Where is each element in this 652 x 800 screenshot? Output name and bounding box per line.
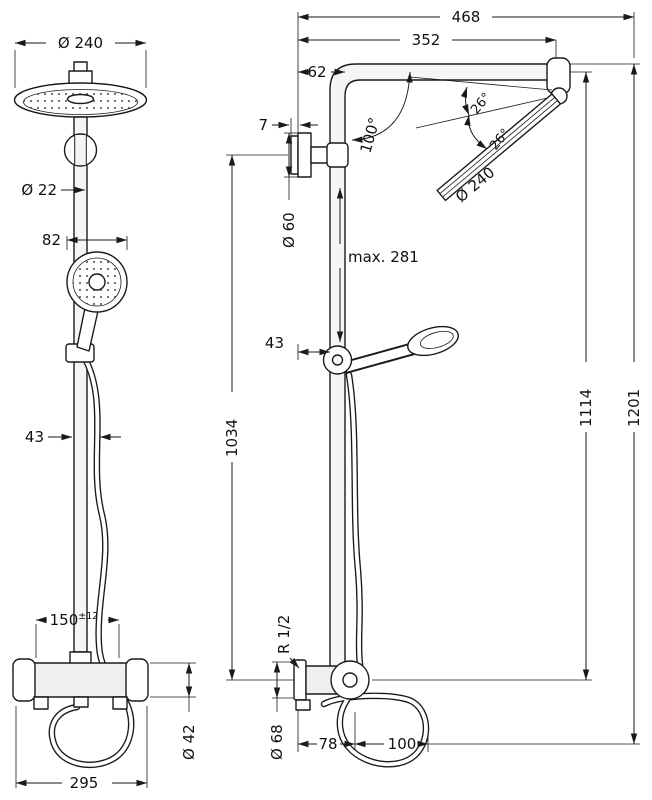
dim-front-hose-offset: 43 [25, 428, 121, 446]
shower-head-slab [436, 93, 562, 202]
thermostat-valve-side [293, 659, 370, 711]
dim-label-arm-reach: 352 [412, 31, 441, 49]
hose-outlet [73, 696, 89, 708]
dim-label-max-adjustment: max. 281 [348, 248, 419, 266]
wall-bracket-side [290, 132, 349, 178]
overhead-shower-side [409, 76, 562, 202]
hand-shower-head-outline [407, 325, 459, 357]
pipe-through-ring [74, 135, 87, 165]
hand-shower-head-side [407, 325, 459, 357]
valve-body [27, 662, 134, 698]
dim-label-height-to-bracket: 1034 [223, 419, 241, 457]
dim-side-wall-clearance: 43 [265, 334, 330, 360]
dim-label-hose-depth: 100 [388, 735, 417, 753]
head-alt-position-line [409, 76, 553, 91]
dim-label-valve-escutcheon: Ø 68 [268, 724, 286, 760]
slab-detail-line [442, 100, 558, 198]
dim-label-tilt-upper: 26° [468, 90, 494, 117]
dim-front-head-diameter: Ø 240 [15, 34, 146, 52]
valve-wall-flange [293, 659, 307, 701]
dim-side-arm-angle: 100° [351, 71, 413, 155]
hand-shower-side [322, 325, 459, 375]
riser-pipe-side [329, 63, 557, 691]
angle-arc [351, 71, 413, 143]
shutoff-handle [125, 658, 149, 702]
side-view: 26° 26° Ø 240 [223, 8, 643, 768]
dim-label-height-to-arm: 1114 [577, 389, 595, 427]
valve-pipe-union [69, 651, 92, 665]
dim-side-plate-thickness: 7 [258, 116, 318, 134]
dim-label-thread-size: R 1/2 [275, 615, 293, 654]
dim-side-escutcheon-diameter: Ø 60 [280, 133, 298, 248]
dim-label-valve-diameter: Ø 42 [180, 724, 198, 760]
holder-pin [331, 354, 344, 366]
dim-label-plate-thickness: 7 [258, 116, 268, 134]
dim-label-handshower-width: 82 [42, 231, 61, 249]
dim-side-thread-size: R 1/2 [275, 615, 300, 669]
dim-label-overall-depth: 468 [452, 8, 481, 26]
slab-detail-line [439, 96, 556, 195]
dim-front-pipe-diameter: Ø 22 [21, 181, 85, 199]
valve-handle-hub [342, 672, 358, 688]
hand-shower-front [65, 251, 128, 363]
dim-label-hose-offset: 43 [25, 428, 44, 446]
dim-side-overall-depth: 468 [298, 8, 634, 26]
dim-side-height-1034: 1034 [223, 155, 241, 680]
front-extension-lines [14, 50, 196, 788]
head-mid-position-line [415, 96, 553, 129]
front-view: Ø 240 Ø 22 82 43 150±12 Ø 42 [12, 34, 198, 792]
overhead-shower-front [13, 61, 148, 118]
dim-label-valve-depth: 78 [318, 735, 337, 753]
temperature-handle [12, 658, 36, 702]
hose-core [322, 373, 428, 767]
shower-head-cap [66, 93, 95, 105]
pipe-clamp [326, 142, 349, 168]
dim-label-arm-angle: 100° [357, 115, 384, 155]
leader-line [289, 657, 300, 669]
dim-front-connection-width: 150±12 [36, 611, 119, 629]
supply-connection-right [112, 696, 128, 710]
dim-side-height-1114: 1114 [577, 72, 595, 680]
dim-label-wall-clearance: 43 [265, 334, 284, 352]
dim-side-hose-depth: 100 [355, 735, 428, 753]
shower-hose-side [320, 371, 430, 768]
dim-tolerance: ±12 [78, 611, 98, 622]
dim-label-pipe-offset: 62 [307, 63, 326, 81]
dim-front-valve-diameter: Ø 42 [180, 663, 198, 760]
dim-label-overall-height: 1201 [625, 389, 643, 427]
wall-plate [290, 135, 299, 175]
riser-pipe [73, 116, 88, 653]
riser-pipe-front [63, 116, 98, 653]
tilt-arc-lower [464, 114, 488, 150]
dim-label-overall-width: 295 [70, 774, 99, 792]
hand-shower-head-detail [419, 330, 454, 349]
dim-label-pipe-diameter: Ø 22 [21, 181, 57, 199]
dim-label-escutcheon-diameter: Ø 60 [280, 212, 298, 248]
dim-side-valve-depth: 78 [298, 735, 355, 753]
tilt-arc-upper [460, 86, 470, 116]
dim-front-handshower-width: 82 [42, 231, 127, 249]
dim-front-overall-width: 295 [16, 774, 147, 792]
escutcheon [297, 132, 312, 178]
supply-stub [295, 699, 311, 711]
dim-label-head-diameter: Ø 240 [58, 34, 103, 52]
hand-shower-grip [342, 344, 417, 372]
dim-side-pipe-offset: 62 [298, 63, 345, 81]
thermostat-valve-front [12, 651, 149, 710]
dim-side-overall-height-1201: 1201 [625, 64, 643, 744]
dim-side-arm-reach: 352 [298, 31, 556, 49]
supply-connection-left [33, 696, 49, 710]
dim-label-connection-width: 150±12 [50, 611, 99, 629]
hand-shower-center [88, 273, 106, 291]
riser-pipe-and-arm [329, 63, 557, 691]
dim-value: 150 [50, 611, 79, 629]
dim-side-max-adjustment: max. 281 [336, 188, 419, 342]
dim-side-valve-escutcheon: Ø 68 [268, 662, 286, 760]
